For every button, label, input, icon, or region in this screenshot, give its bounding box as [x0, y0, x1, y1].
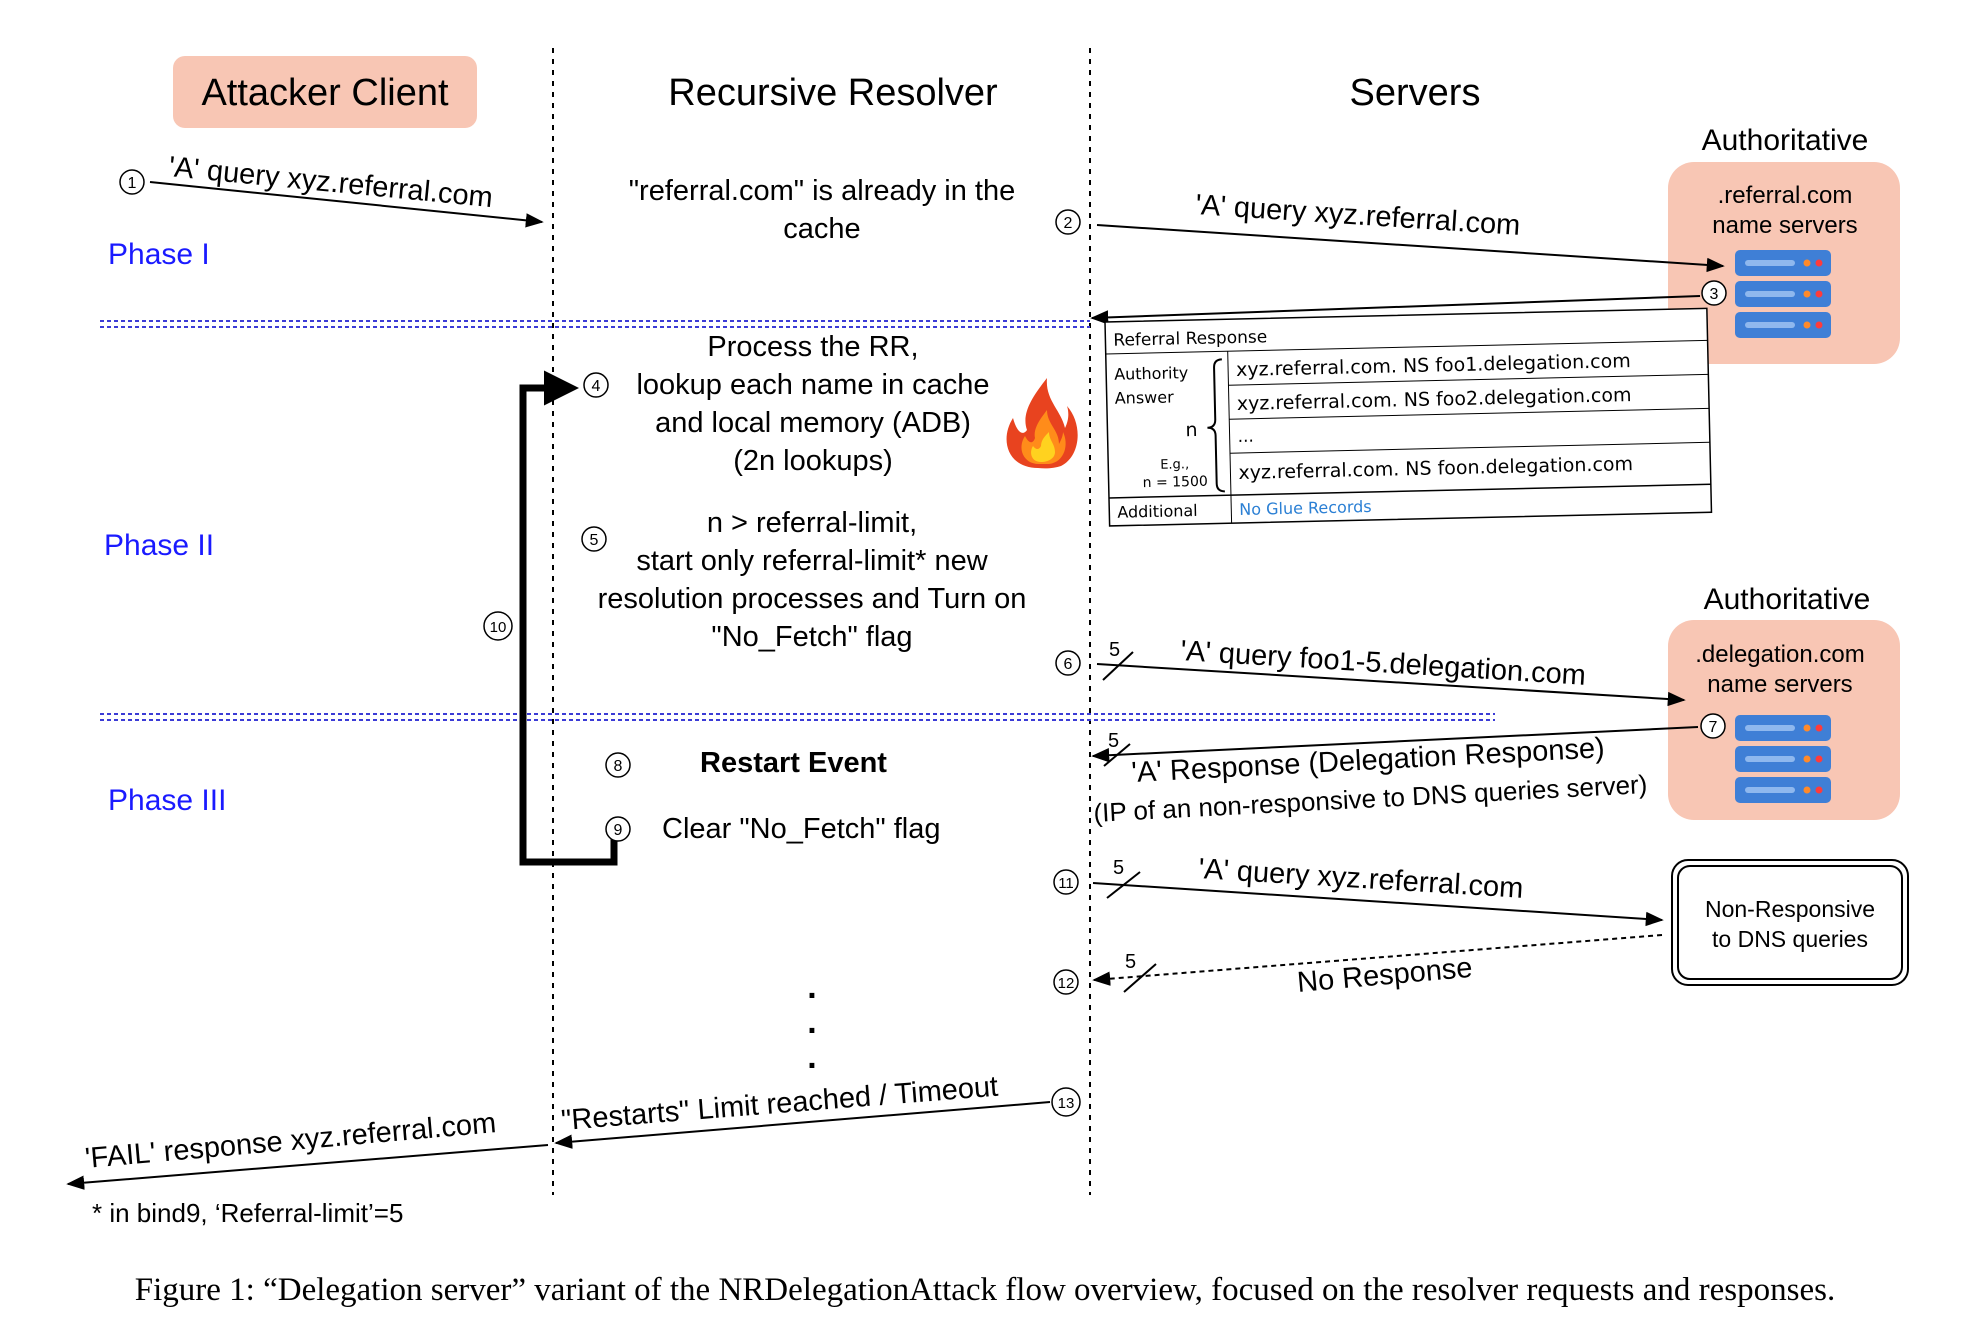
arrow-step-3	[1090, 295, 1701, 325]
count-step-7: 5	[1108, 730, 1119, 752]
record-3: ...	[1237, 427, 1254, 447]
recursive-resolver-title: Recursive Resolver	[668, 72, 998, 114]
step-13-marker	[1051, 1087, 1081, 1117]
step-9-number: 9	[614, 822, 623, 839]
process-line3: and local memory (ADB)	[655, 407, 971, 439]
footnote: * in bind9, ‘Referral-limit’=5	[92, 1198, 403, 1228]
process-line1: Process the RR,	[707, 331, 918, 363]
phase-2-label: Phase II	[104, 529, 214, 562]
count-step-11: 5	[1113, 857, 1124, 879]
step-7-marker	[1700, 713, 1726, 739]
figure-caption: Figure 1: “Delegation server” variant of…	[135, 1272, 1835, 1308]
step-1-marker	[119, 169, 145, 195]
loop-arrow-step-10	[519, 370, 618, 866]
count-step-6: 5	[1109, 639, 1120, 661]
referral-response-card: Referral Response Authority Answer n E.g…	[1104, 307, 1713, 527]
step-13-number: 13	[1058, 1095, 1075, 1112]
step-12-number: 12	[1058, 975, 1075, 992]
step-2-marker	[1055, 209, 1081, 235]
arrow-step-7	[1091, 726, 1699, 763]
nonresponsive-line1: Non-Responsive	[1705, 896, 1875, 922]
ellipsis-dot-1: .	[807, 968, 816, 1006]
delegation-server-line2: name servers	[1707, 671, 1852, 698]
step-11-number: 11	[1058, 875, 1074, 892]
additional-value: No Glue Records	[1239, 497, 1372, 519]
referral-response-title: Referral Response	[1113, 327, 1267, 350]
nonresponsive-box-outer	[1671, 859, 1909, 986]
step-10-marker	[483, 611, 513, 641]
delegation-server-line1: .delegation.com	[1695, 641, 1864, 668]
step-5-marker	[581, 526, 607, 552]
servers-title: Servers	[1350, 72, 1481, 114]
count-slash-7	[1103, 743, 1131, 767]
count-slash-6	[1102, 651, 1134, 681]
message-step-6: 'A' query foo1-5.delegation.com	[1180, 635, 1587, 692]
limit-line3: resolution processes and Turn on	[598, 583, 1027, 615]
restart-event-label: Restart Event	[700, 747, 887, 779]
nonresponsive-line2: to DNS queries	[1712, 926, 1868, 952]
server-rack-icon	[1735, 250, 1831, 338]
phase-3-label: Phase III	[108, 784, 226, 817]
step-9-marker	[605, 816, 631, 842]
fire-icon	[1006, 378, 1078, 469]
nonresponsive-box-inner	[1677, 865, 1903, 980]
arrow-step-13	[554, 1101, 1051, 1149]
step-4-number: 4	[592, 378, 601, 395]
clear-flag-label: Clear "No_Fetch" flag	[662, 813, 941, 845]
attacker-client-title: Attacker Client	[201, 72, 449, 114]
limit-line2: start only referral-limit* new	[636, 545, 988, 577]
attacker-client-box	[173, 56, 477, 128]
step-6-marker	[1055, 650, 1081, 676]
step-1-number: 1	[128, 175, 137, 192]
n-label: n	[1185, 419, 1198, 441]
arrow-step-6	[1096, 663, 1686, 707]
message-step-12: No Response	[1296, 952, 1474, 999]
process-line4: (2n lookups)	[733, 445, 893, 477]
authoritative-delegation-heading: Authoritative	[1704, 583, 1871, 616]
step-8-marker	[605, 752, 631, 778]
additional-label: Additional	[1117, 501, 1198, 522]
step-12-marker	[1053, 969, 1079, 995]
authority-label: Authority	[1114, 363, 1188, 384]
step-10-number: 10	[490, 619, 507, 636]
step-3-marker	[1701, 280, 1727, 306]
count-slash-11	[1106, 871, 1141, 899]
process-line2: lookup each name in cache	[636, 369, 989, 401]
step-6-number: 6	[1064, 656, 1073, 673]
limit-line1: n > referral-limit,	[707, 507, 917, 539]
ellipsis-dot-2: .	[807, 1003, 816, 1041]
message-step-1: 'A' query xyz.referral.com	[167, 151, 494, 214]
step-8-number: 8	[614, 758, 623, 775]
arrow-step-2	[1096, 224, 1725, 273]
cache-note-line1: "referral.com" is already in the	[629, 175, 1015, 207]
step-3-number: 3	[1710, 286, 1719, 303]
arrow-step-12	[1092, 934, 1663, 986]
ellipsis-dot-3: .	[807, 1038, 816, 1076]
step-4-marker	[583, 372, 609, 398]
step-5-number: 5	[590, 532, 599, 549]
count-slash-12	[1123, 963, 1157, 993]
step-7-number: 7	[1709, 719, 1718, 736]
message-step-11: 'A' query xyz.referral.com	[1198, 853, 1525, 905]
referral-server-line1: .referral.com	[1718, 182, 1853, 209]
count-step-12: 5	[1125, 951, 1136, 973]
message-step-13: "Restarts" Limit reached / Timeout	[560, 1071, 999, 1137]
example-label-2: n = 1500	[1142, 474, 1207, 491]
step-11-marker	[1053, 869, 1079, 895]
arrow-step-1	[149, 181, 544, 228]
phase-1-label: Phase I	[108, 238, 210, 271]
fail-response-message: 'FAIL' response xyz.referral.com	[84, 1107, 498, 1175]
answer-label: Answer	[1115, 387, 1175, 407]
step-2-number: 2	[1064, 215, 1073, 232]
authoritative-referral-heading: Authoritative	[1702, 124, 1869, 157]
server-rack-icon	[1735, 715, 1831, 803]
cache-note-line2: cache	[783, 213, 860, 245]
arrow-step-11	[1092, 882, 1664, 927]
arrow-fail-response	[66, 1144, 549, 1190]
referral-server-line2: name servers	[1712, 212, 1857, 239]
example-label-1: E.g.,	[1160, 457, 1189, 473]
limit-line4: "No_Fetch" flag	[711, 621, 912, 653]
